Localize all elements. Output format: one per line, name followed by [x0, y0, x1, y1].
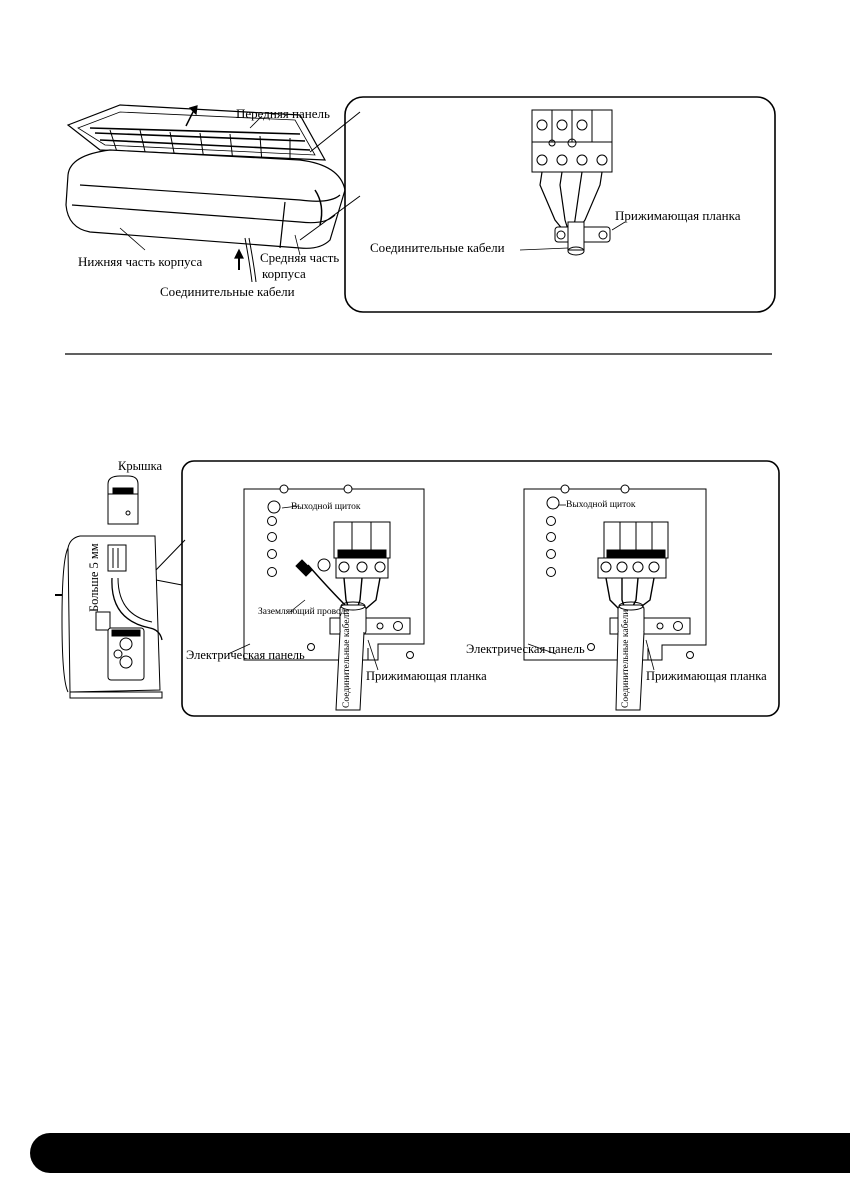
label-detail-clamp: Прижимающая планка: [615, 208, 741, 223]
left-label-output-board: Выходной щиток: [291, 501, 361, 512]
label-more-than-5mm: Больше 5 мм: [87, 543, 101, 612]
left-label-cable: Соединительные кабели: [341, 610, 352, 708]
label-bottom-body: Нижняя часть корпуса: [78, 254, 202, 269]
label-detail-cables: Соединительные кабели: [370, 240, 505, 255]
figure-1-indoor-unit: [65, 104, 361, 283]
right-electric-panel: [523, 484, 707, 711]
outdoor-unit: [55, 535, 186, 699]
figure-2-detail-frame: [181, 460, 780, 717]
label-middle-body-2: корпуса: [262, 266, 306, 281]
figure-1-detail-frame: [344, 96, 776, 313]
left-label-clamp: Прижимающая планка: [366, 669, 487, 683]
right-label-clamp: Прижимающая планка: [646, 669, 767, 683]
left-label-electric-panel: Электрическая панель: [186, 648, 305, 662]
cover-part: [107, 475, 139, 525]
figure-1-terminal-block: [519, 109, 626, 256]
right-label-electric-panel: Электрическая панель: [466, 642, 585, 656]
label-connecting-cables: Соединительные кабели: [160, 284, 295, 299]
label-middle-body-1: Средняя часть: [260, 250, 339, 265]
right-label-output-board: Выходной щиток: [566, 499, 636, 510]
left-label-ground-wire: Заземляющий провод: [258, 606, 346, 617]
label-front-panel: Передняя панель: [236, 106, 330, 121]
left-electric-panel: [227, 484, 425, 711]
right-label-cable: Соединительные кабели: [620, 610, 631, 708]
page-footer-bar: [30, 1133, 850, 1173]
label-cover: Крышка: [118, 459, 162, 473]
